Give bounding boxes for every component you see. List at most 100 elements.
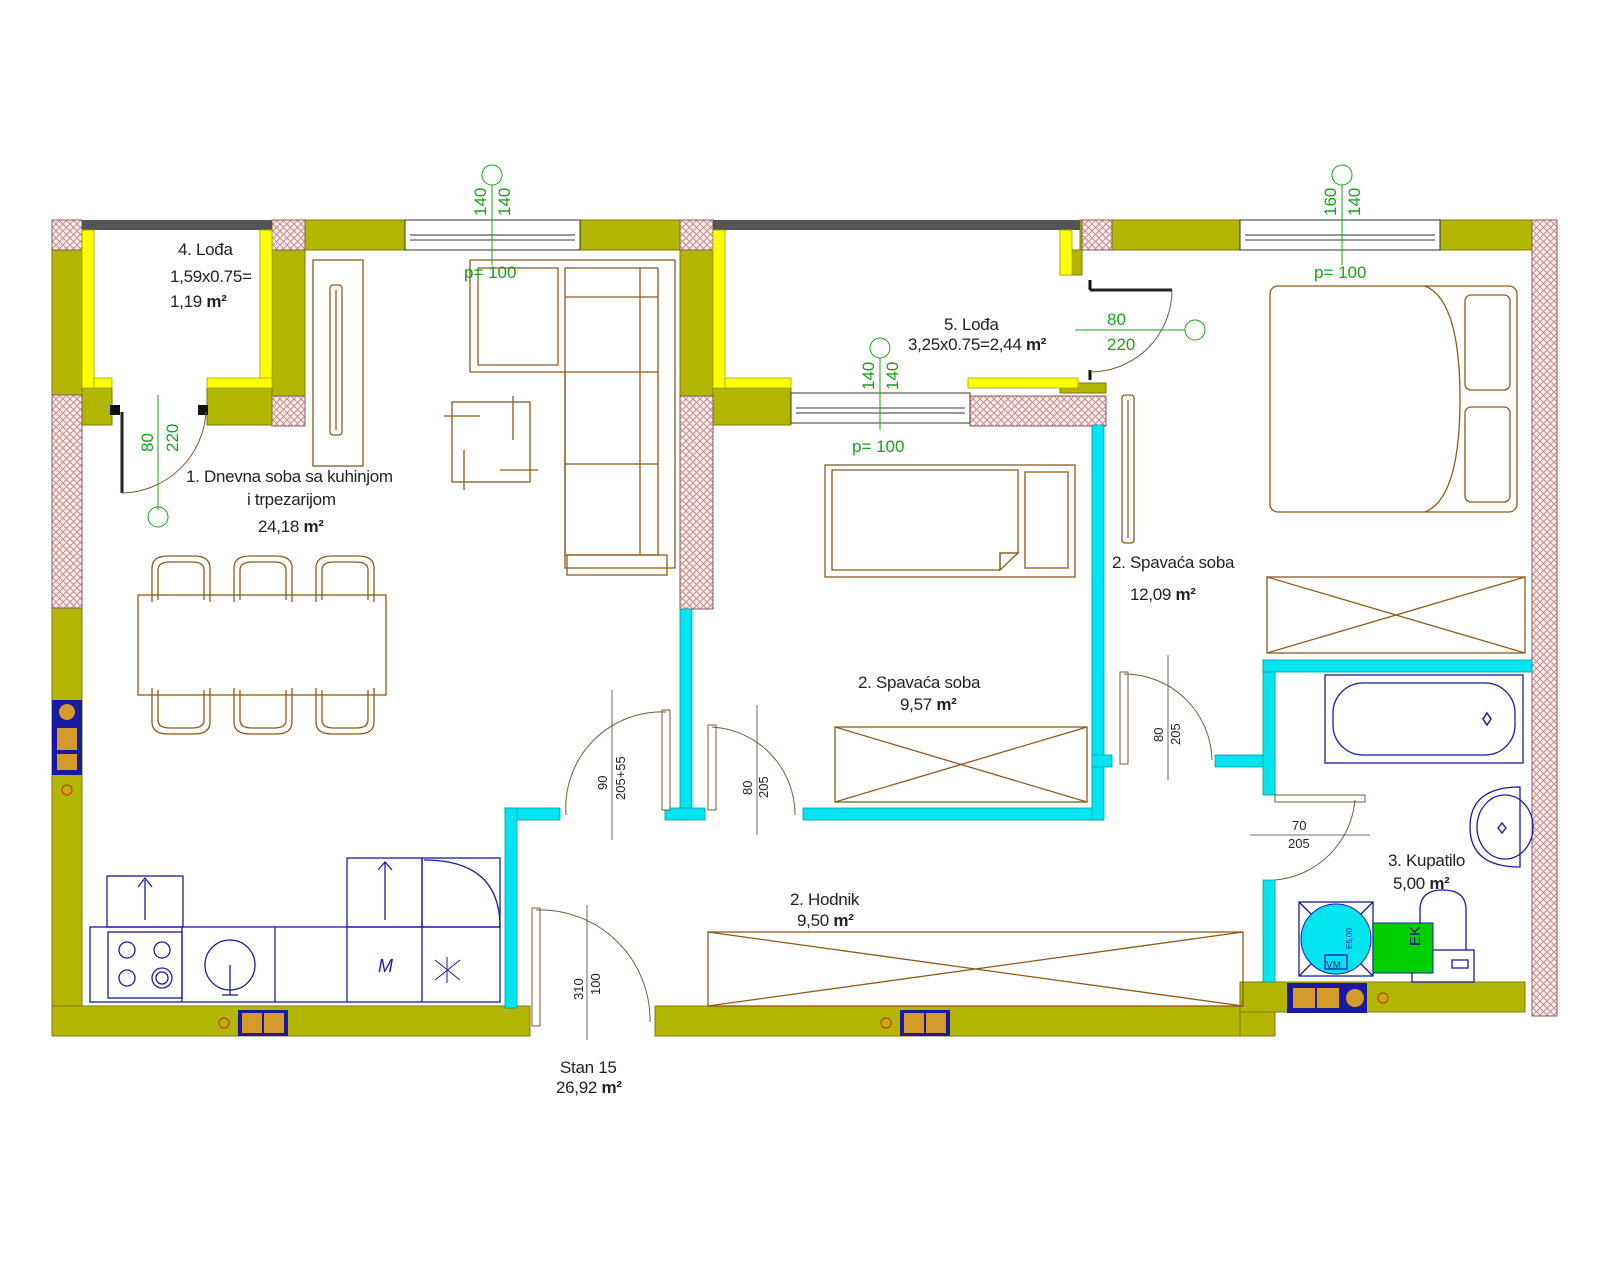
dining-chair [151, 688, 211, 735]
dining-chair [315, 555, 375, 602]
loggia5-name: 5. Lođa [944, 315, 999, 334]
exterior-walls [51, 219, 1533, 1037]
window-marker-bedroom-small: 140 140 p= 100 [852, 337, 904, 456]
bedroom-large-unit: m² [1175, 585, 1196, 604]
door-bathroom-height: 205 [1288, 836, 1310, 851]
loggia5-unit: m² [1026, 335, 1047, 354]
bedroom-large-door [1119, 655, 1213, 780]
apartment-area-line: 26,92 m² [556, 1078, 622, 1097]
door-bedroom-small-width: 90 [595, 776, 610, 790]
door-bedroom-small-height: 205+55 [613, 756, 628, 800]
door-living-hall-height: 205 [756, 776, 771, 798]
bedroom-large-area-line: 12,09 m² [1130, 585, 1196, 604]
hallway-unit: m² [833, 911, 854, 930]
washer-label: VM [1326, 960, 1341, 971]
coffee-table [444, 396, 538, 490]
door-loggia4-width: 80 [138, 433, 157, 452]
bathroom-area-line: 5,00 m² [1393, 874, 1450, 893]
door-loggia4-height: 220 [163, 424, 182, 452]
living-area-line: 24,18 m² [258, 517, 324, 536]
living-name-line1: 1. Dnevna soba sa kuhinjom [186, 467, 393, 486]
window-bedroom-small-sill: p= 100 [852, 437, 904, 456]
loggia4-name: 4. Lođa [178, 240, 233, 259]
loggia4-formula: 1,59x0.75= [170, 267, 252, 286]
door-entrance-width: 310 [571, 978, 586, 1000]
living-hall-door [707, 705, 796, 835]
door-loggia5-width: 80 [1107, 310, 1126, 329]
room-label-loggia5: 5. Lođa 3,25x0.75=2,44 m² [908, 315, 1047, 354]
apartment-area: 26,92 [556, 1078, 597, 1097]
bathroom-electrical [1287, 983, 1389, 1013]
bathroom-unit: m² [1429, 874, 1450, 893]
bathroom-name: 3. Kupatilo [1388, 851, 1465, 870]
window-living-sill: p= 100 [464, 263, 516, 282]
hallway-area-line: 9,50 m² [797, 911, 854, 930]
hallway-name: 2. Hodnik [790, 890, 860, 909]
bedroom-large-name: 2. Spavaća soba [1112, 553, 1235, 572]
hallway-wardrobe [707, 931, 1244, 1007]
kitchen-counter: M [89, 857, 501, 1003]
loggia5-formula: 3,25x0.75=2,44 [908, 335, 1022, 354]
window-bedroom-small-height: 140 [883, 362, 902, 390]
tv-stand-bedroom [1121, 394, 1135, 544]
apartment-name: Stan 15 [560, 1058, 617, 1077]
room-label-bathroom: 3. Kupatilo 5,00 m² [1388, 851, 1465, 893]
partition-walls [504, 424, 1533, 1009]
loggia4-unit: m² [206, 292, 227, 311]
boiler-label: EK [1407, 926, 1424, 946]
bathroom-area: 5,00 [1393, 874, 1425, 893]
loggia5-door [1075, 280, 1206, 380]
dining-chair [233, 688, 293, 735]
bedroom-small-door [565, 690, 671, 840]
door-loggia5-height: 220 [1107, 335, 1135, 354]
living-unit: m² [303, 517, 324, 536]
door-entrance-height: 100 [588, 973, 603, 995]
window-bedroom-large-sill: p= 100 [1314, 263, 1366, 282]
window-bedroom-large-width: 160 [1321, 188, 1340, 216]
window-marker-bedroom-large: 160 140 p= 100 [1314, 164, 1366, 282]
hallway-area: 9,50 [797, 911, 829, 930]
double-bed [1269, 285, 1518, 513]
room-label-bedroom-large: 2. Spavaća soba 12,09 m² [1112, 553, 1235, 604]
apartment-unit: m² [601, 1078, 622, 1097]
wardrobe-large-bedroom [1266, 576, 1526, 654]
single-bed [824, 464, 1076, 578]
living-name-line2: i trpezarijom [247, 490, 336, 509]
wall-electrical [52, 700, 950, 1036]
window-living-height: 140 [495, 188, 514, 216]
bedroom-small-name: 2. Spavaća soba [858, 673, 981, 692]
door-living-hall-width: 80 [740, 781, 755, 795]
tv-cabinet [312, 259, 364, 467]
corner-sofa [469, 259, 676, 576]
loggia4-door [110, 395, 208, 528]
microwave-label: M [378, 956, 393, 976]
window-living-width: 140 [471, 188, 490, 216]
washing-machine: VM E5,00 [1298, 901, 1374, 977]
bathtub [1324, 674, 1524, 764]
window-bedroom-large-height: 140 [1345, 188, 1364, 216]
room-label-hallway: 2. Hodnik 9,50 m² [790, 890, 860, 930]
bedroom-small-unit: m² [936, 695, 957, 714]
loggia-parapets [82, 220, 1080, 230]
wardrobe-small-bedroom [834, 726, 1088, 803]
bedroom-small-area: 9,57 [900, 695, 932, 714]
room-label-bedroom-small: 2. Spavaća soba 9,57 m² [858, 673, 981, 714]
electric-boiler: EK [1372, 922, 1434, 974]
bedroom-large-area: 12,09 [1130, 585, 1171, 604]
concrete-columns [51, 219, 1558, 1017]
washer-sub: E5,00 [1345, 928, 1354, 949]
apartment-label: Stan 15 26,92 m² [556, 1058, 623, 1097]
room-label-living: 1. Dnevna soba sa kuhinjom i trpezarijom… [186, 467, 393, 536]
entrance-door [531, 905, 651, 1040]
door-bedroom-large-height: 205 [1168, 723, 1183, 745]
living-area: 24,18 [258, 517, 299, 536]
window-bedroom-small-width: 140 [859, 362, 878, 390]
dining-chair [315, 688, 375, 735]
loggia4-area-line: 1,19 m² [170, 292, 227, 311]
door-bathroom-width: 70 [1292, 818, 1306, 833]
loggia5-formula-line: 3,25x0.75=2,44 m² [908, 335, 1047, 354]
dining-table [137, 555, 387, 735]
bathroom-door [1250, 794, 1370, 881]
dining-chair [233, 555, 293, 602]
